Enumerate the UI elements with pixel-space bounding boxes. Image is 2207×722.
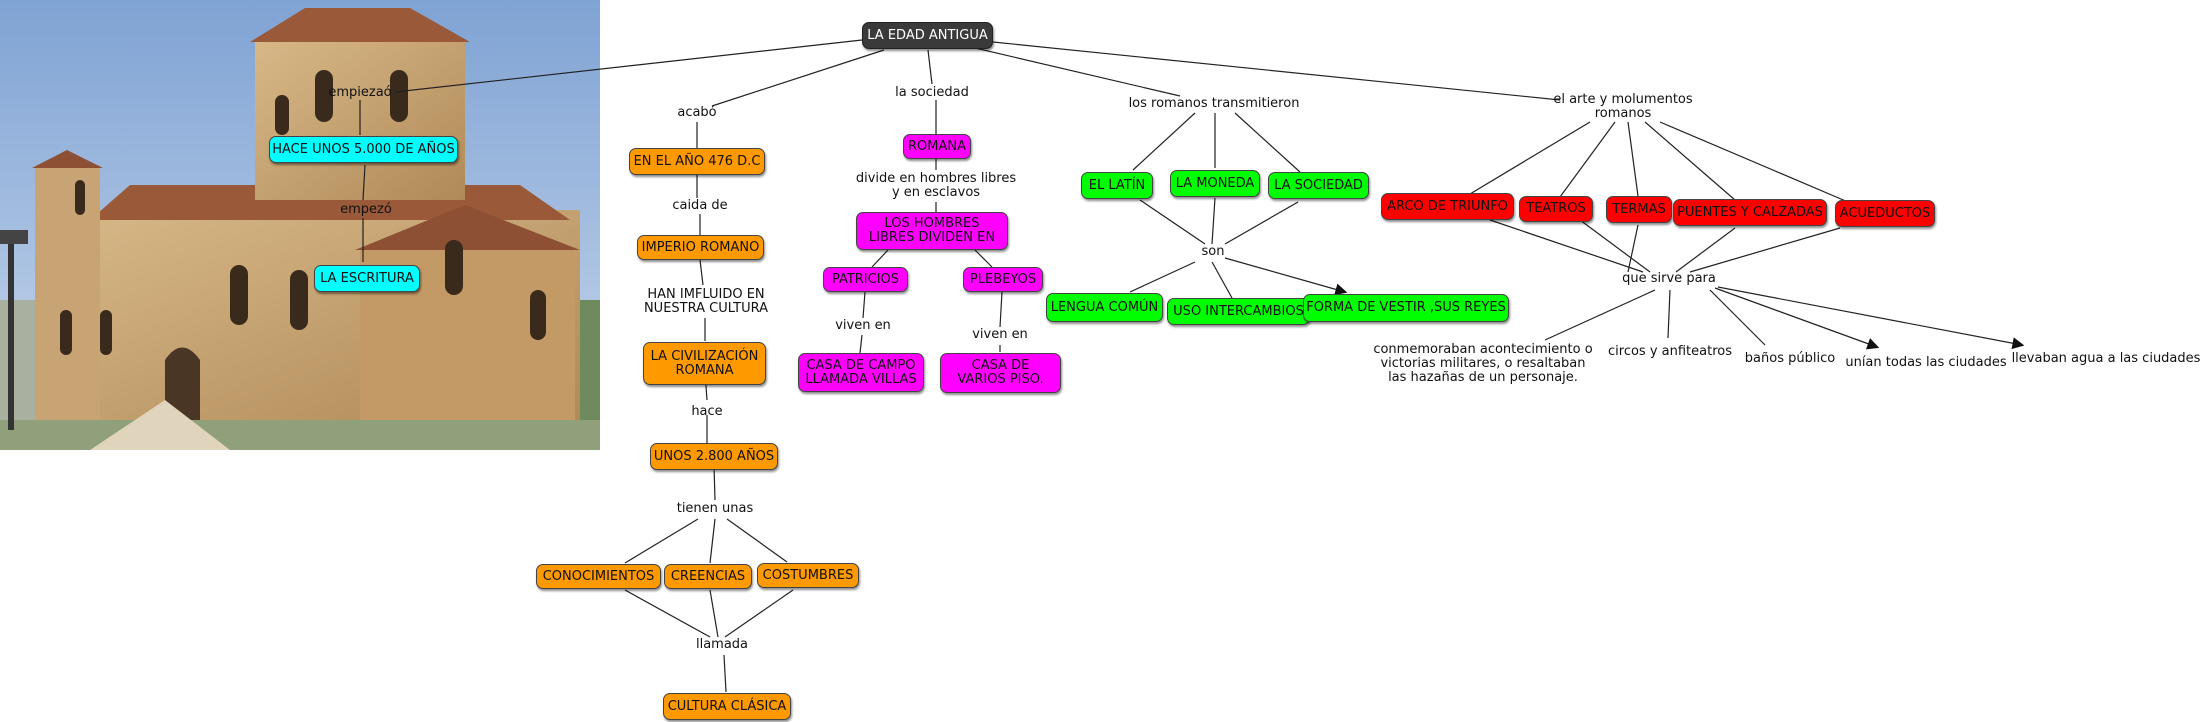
- link-arte-monumentos: el arte y molumentos romanos: [1553, 92, 1693, 121]
- node-casa-varios-pisos[interactable]: CASA DE VARIOS PISO.: [940, 353, 1061, 393]
- node-termas[interactable]: TERMAS: [1606, 196, 1672, 223]
- node-lengua-comun-label: LENGUA COMÚN: [1050, 299, 1159, 315]
- use-banos: baños público: [1744, 351, 1836, 366]
- node-conocimientos[interactable]: CONOCIMIENTOS: [536, 564, 661, 589]
- link-viven-en-1: viven en: [835, 318, 891, 333]
- node-teatros[interactable]: TEATROS: [1519, 196, 1593, 222]
- node-costumbres-label: COSTUMBRES: [762, 567, 854, 583]
- node-forma-vestir-label: FORMA DE VESTIR ,SUS REYES: [1306, 300, 1506, 315]
- node-ano-476-label: EN EL AÑO 476 D.C: [633, 153, 761, 169]
- node-casa-varios-pisos-label: CASA DE VARIOS PISO.: [957, 358, 1044, 387]
- node-imperio-romano-label: IMPERIO ROMANO: [641, 239, 760, 255]
- node-patricios[interactable]: PATRICIOS: [823, 267, 908, 292]
- node-plebeyos-label: PLEBEYOS: [969, 271, 1037, 287]
- node-cultura-clasica[interactable]: CULTURA CLÁSICA: [663, 693, 791, 720]
- link-transmitieron: los romanos transmitieron: [1128, 96, 1300, 111]
- root-label: LA EDAD ANTIGUA: [867, 27, 988, 43]
- node-romana[interactable]: ROMANA: [903, 134, 971, 159]
- node-2800-anos-label: UNOS 2.800 AÑOS: [653, 448, 775, 464]
- node-latin-label: EL LATÍN: [1088, 177, 1146, 193]
- node-forma-vestir[interactable]: FORMA DE VESTIR ,SUS REYES: [1303, 294, 1509, 322]
- link-viven-en-2: viven en: [972, 327, 1028, 342]
- node-arco-triunfo[interactable]: ARCO DE TRIUNFO: [1381, 193, 1514, 220]
- node-conocimientos-label: CONOCIMIENTOS: [542, 568, 655, 584]
- use-unian-ciudades: unían todas las ciudades: [1845, 355, 2007, 370]
- node-civilizacion-romana[interactable]: LA CIVILIZACIÓN ROMANA: [643, 342, 766, 385]
- node-imperio-romano[interactable]: IMPERIO ROMANO: [637, 235, 764, 260]
- node-acueductos[interactable]: ACUEDUCTOS: [1835, 200, 1935, 227]
- link-son: son: [1201, 244, 1225, 259]
- node-moneda[interactable]: LA MONEDA: [1170, 170, 1260, 197]
- church-photo-icon: [0, 0, 600, 450]
- link-sirve-para: que sirve para: [1622, 271, 1716, 286]
- node-casa-campo[interactable]: CASA DE CAMPO LLAMADA VILLAS: [798, 353, 924, 392]
- link-han-influido: HAN IMFLUIDO EN NUESTRA CULTURA: [643, 287, 769, 316]
- node-puentes-calzadas[interactable]: PUENTES Y CALZADAS: [1673, 199, 1827, 226]
- link-la-sociedad: la sociedad: [895, 85, 969, 100]
- node-uso-intercambios[interactable]: USO INTERCAMBIOS: [1167, 298, 1310, 325]
- node-uso-intercambios-label: USO INTERCAMBIOS: [1173, 303, 1304, 319]
- node-moneda-label: LA MONEDA: [1175, 175, 1255, 191]
- node-civilizacion-romana-label: LA CIVILIZACIÓN ROMANA: [650, 348, 759, 378]
- node-escritura-label: LA ESCRITURA: [320, 270, 414, 286]
- node-termas-label: TERMAS: [1612, 201, 1666, 217]
- node-creencias-label: CREENCIAS: [670, 568, 746, 584]
- node-hace-5000-label: HACE UNOS 5.000 DE AÑOS: [272, 141, 455, 157]
- node-romana-label: ROMANA: [908, 138, 966, 154]
- node-acueductos-label: ACUEDUCTOS: [1839, 205, 1931, 221]
- link-hace: hace: [691, 404, 723, 419]
- link-empezo: empezó: [340, 202, 392, 217]
- node-teatros-label: TEATROS: [1526, 201, 1586, 216]
- node-casa-campo-label: CASA DE CAMPO LLAMADA VILLAS: [805, 357, 917, 387]
- node-cultura-clasica-label: CULTURA CLÁSICA: [667, 698, 787, 714]
- link-caida-de: caida de: [672, 198, 728, 213]
- node-hombres-libres-label: LOS HOMBRES LIBRES DIVIDEN EN: [868, 216, 996, 245]
- node-hombres-libres[interactable]: LOS HOMBRES LIBRES DIVIDEN EN: [856, 212, 1008, 250]
- node-ano-476[interactable]: EN EL AÑO 476 D.C: [629, 148, 765, 175]
- node-2800-anos[interactable]: UNOS 2.800 AÑOS: [650, 443, 778, 470]
- use-circos: circos y anfiteatros: [1608, 344, 1732, 359]
- node-sociedad-label: LA SOCIEDAD: [1274, 177, 1363, 193]
- link-divide: divide en hombres libres y en esclavos: [855, 171, 1017, 200]
- node-sociedad[interactable]: LA SOCIEDAD: [1268, 172, 1369, 199]
- root-node[interactable]: LA EDAD ANTIGUA: [862, 22, 993, 49]
- link-acabo: acabó: [677, 105, 717, 120]
- church-photo: [0, 0, 600, 450]
- node-creencias[interactable]: CREENCIAS: [664, 564, 752, 589]
- node-puentes-calzadas-label: PUENTES Y CALZADAS: [1677, 204, 1823, 220]
- node-costumbres[interactable]: COSTUMBRES: [757, 563, 859, 588]
- node-patricios-label: PATRICIOS: [831, 271, 900, 287]
- link-empiezao: empiezaó: [328, 85, 392, 100]
- node-lengua-comun[interactable]: LENGUA COMÚN: [1046, 293, 1163, 322]
- use-conmemorar: conmemoraban acontecimiento o victorias …: [1373, 342, 1593, 385]
- node-arco-triunfo-label: ARCO DE TRIUNFO: [1387, 198, 1508, 214]
- node-escritura[interactable]: LA ESCRITURA: [314, 265, 420, 292]
- node-plebeyos[interactable]: PLEBEYOS: [963, 267, 1043, 292]
- link-tienen-unas: tienen unas: [676, 501, 754, 516]
- node-latin[interactable]: EL LATÍN: [1081, 172, 1153, 199]
- use-llevaban-agua: llevaban agua a las ciudades: [2011, 351, 2201, 366]
- node-hace-5000[interactable]: HACE UNOS 5.000 DE AÑOS: [269, 136, 458, 163]
- link-llamada: llamada: [695, 637, 749, 652]
